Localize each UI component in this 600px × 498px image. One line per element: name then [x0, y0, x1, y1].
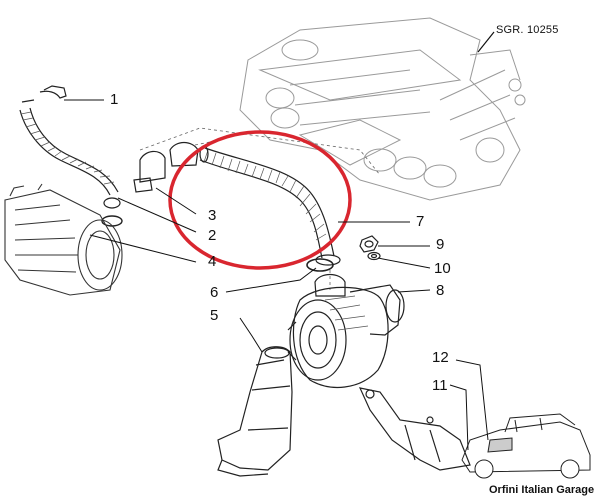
leader-lines	[64, 99, 489, 451]
watermark-label: Orfini Italian Garage	[486, 484, 598, 496]
hose-clamp	[306, 258, 334, 272]
callout-12: 12	[432, 349, 449, 366]
car-silhouette	[461, 413, 591, 479]
callout-9: 9	[436, 236, 445, 253]
intake-manifold	[239, 17, 526, 201]
guide-lines	[139, 127, 381, 290]
callout-10: 10	[434, 260, 451, 277]
callout-8: 8	[436, 282, 445, 299]
air-duct	[217, 346, 293, 477]
callout-11: 11	[432, 377, 448, 394]
mounting-bracket	[358, 387, 471, 471]
callout-6: 6	[210, 284, 219, 301]
highlight-circle	[168, 130, 352, 270]
callout-7: 7	[416, 213, 425, 230]
air-box	[287, 273, 405, 388]
nut-washer	[359, 235, 381, 261]
corrugated-intake-hose	[199, 145, 341, 266]
callout-2: 2	[208, 227, 217, 244]
alternator	[4, 183, 123, 296]
hose-end-fitting	[103, 197, 121, 209]
callout-1: 1	[110, 91, 119, 108]
reference-code: SGR. 10255	[496, 24, 559, 36]
ref-leader-line	[477, 31, 495, 53]
hose-bracket	[133, 141, 199, 193]
callout-5: 5	[210, 307, 219, 324]
corrugated-hose-left	[19, 85, 119, 196]
callout-3: 3	[208, 207, 217, 224]
callout-4: 4	[208, 253, 217, 270]
